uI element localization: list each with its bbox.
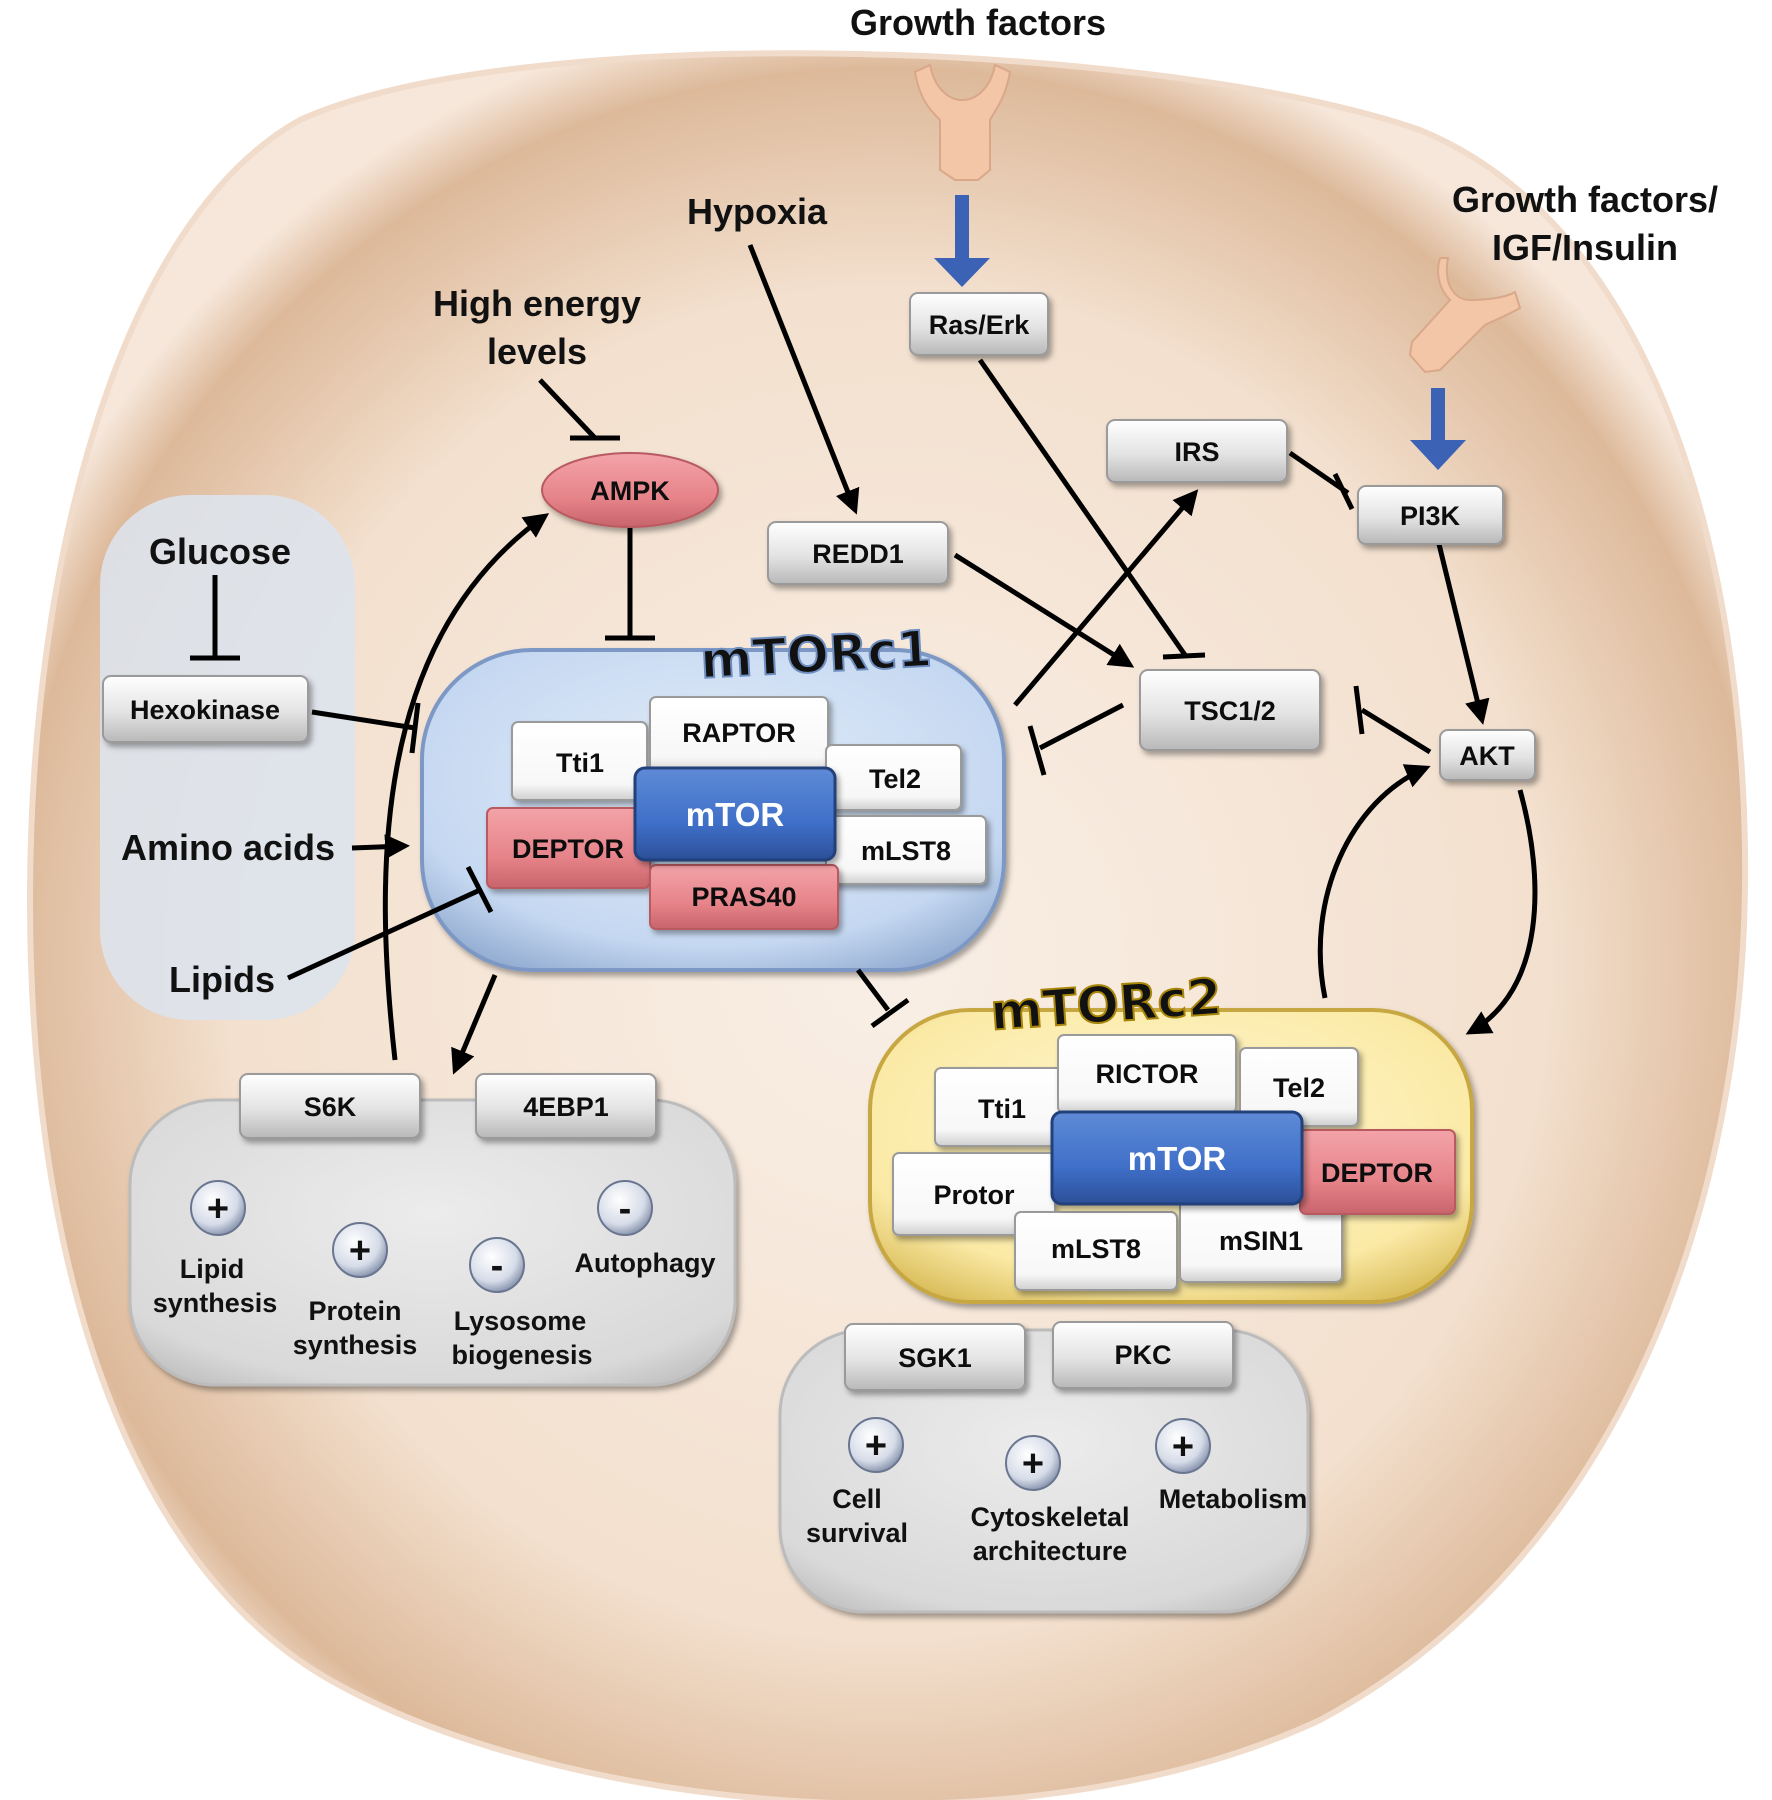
mtorc2-msin1: mSIN1 bbox=[1179, 1199, 1343, 1283]
svg-text:mSIN1: mSIN1 bbox=[1219, 1226, 1303, 1256]
mtorc2-rictor: RICTOR bbox=[1057, 1034, 1237, 1114]
receptor-icon bbox=[913, 63, 1012, 181]
mtorc1-mlst8: mLST8 bbox=[825, 815, 987, 885]
high-energy-label: High energy bbox=[433, 283, 641, 324]
node-s6k: S6K bbox=[239, 1073, 421, 1139]
mtorc1-output-panel bbox=[128, 1098, 737, 1387]
svg-text:PI3K: PI3K bbox=[1400, 501, 1461, 531]
svg-text:+: + bbox=[1022, 1443, 1044, 1485]
svg-text:synthesis: synthesis bbox=[293, 1330, 418, 1360]
node-ampk: AMPK bbox=[541, 452, 719, 528]
svg-text:+: + bbox=[865, 1425, 887, 1467]
svg-text:SGK1: SGK1 bbox=[898, 1343, 972, 1373]
svg-text:+: + bbox=[349, 1230, 371, 1272]
hypoxia-label: Hypoxia bbox=[687, 191, 828, 232]
glucose-label: Glucose bbox=[149, 531, 291, 572]
svg-text:-: - bbox=[619, 1188, 632, 1230]
svg-text:Lipid: Lipid bbox=[180, 1254, 244, 1284]
svg-text:Tel2: Tel2 bbox=[869, 764, 921, 794]
mtorc2-mtor: mTOR bbox=[1050, 1110, 1304, 1206]
svg-text:PKC: PKC bbox=[1114, 1340, 1171, 1370]
svg-text:DEPTOR: DEPTOR bbox=[512, 834, 624, 864]
mtorc1-raptor: RAPTOR bbox=[649, 696, 829, 774]
node-redd1: REDD1 bbox=[767, 521, 949, 585]
nutrient-panel bbox=[100, 495, 355, 1020]
svg-text:Cytoskeletal: Cytoskeletal bbox=[970, 1502, 1129, 1532]
growth-factors-label: Growth factors bbox=[850, 2, 1106, 43]
svg-text:architecture: architecture bbox=[973, 1536, 1128, 1566]
mtorc1-title: mTORc1 bbox=[699, 620, 933, 690]
svg-text:AMPK: AMPK bbox=[590, 476, 670, 506]
node-akt: AKT bbox=[1439, 729, 1536, 781]
svg-text:Tti1: Tti1 bbox=[556, 748, 604, 778]
high-energy-label: levels bbox=[487, 331, 587, 372]
pathway-arrows bbox=[190, 244, 1538, 1075]
svg-text:survival: survival bbox=[806, 1518, 908, 1548]
svg-text:Metabolism: Metabolism bbox=[1159, 1484, 1308, 1514]
mtorc1-mtor: mTOR bbox=[633, 766, 837, 862]
svg-text:S6K: S6K bbox=[304, 1092, 357, 1122]
mtorc1-pras40: PRAS40 bbox=[649, 864, 839, 930]
node-4ebp1: 4EBP1 bbox=[475, 1073, 657, 1139]
node-sgk1: SGK1 bbox=[844, 1323, 1026, 1391]
receptor-icon bbox=[1408, 257, 1522, 374]
mtorc2-tel2: Tel2 bbox=[1239, 1047, 1359, 1127]
growth-factors-igf-label: Growth factors/ bbox=[1452, 179, 1718, 220]
blue-arrow-pi3k bbox=[1410, 388, 1466, 470]
svg-text:mTOR: mTOR bbox=[1128, 1140, 1227, 1177]
svg-text:Protor: Protor bbox=[934, 1180, 1015, 1210]
output-metabolism: + Metabolism bbox=[1155, 1418, 1308, 1514]
svg-text:4EBP1: 4EBP1 bbox=[523, 1092, 609, 1122]
svg-text:REDD1: REDD1 bbox=[812, 539, 904, 569]
svg-text:Hexokinase: Hexokinase bbox=[130, 695, 280, 725]
svg-text:RICTOR: RICTOR bbox=[1095, 1059, 1198, 1089]
svg-text:+: + bbox=[207, 1188, 229, 1230]
mtorc2-protor: Protor bbox=[892, 1152, 1056, 1236]
mtorc1-tel2: Tel2 bbox=[825, 744, 962, 811]
output-cytoskeletal-architecture: + Cytoskeletal architecture bbox=[970, 1435, 1130, 1566]
mtorc1-tti1: Tti1 bbox=[511, 721, 648, 801]
svg-text:synthesis: synthesis bbox=[153, 1288, 278, 1318]
node-pkc: PKC bbox=[1052, 1321, 1234, 1389]
growth-factors-igf-label: IGF/Insulin bbox=[1492, 227, 1678, 268]
svg-text:Tti1: Tti1 bbox=[978, 1094, 1026, 1124]
svg-text:mLST8: mLST8 bbox=[1051, 1234, 1141, 1264]
svg-text:IRS: IRS bbox=[1174, 437, 1219, 467]
mtorc2-mlst8: mLST8 bbox=[1014, 1211, 1178, 1291]
mtorc2-deptor: DEPTOR bbox=[1299, 1129, 1456, 1215]
blue-arrow-ras bbox=[934, 195, 990, 287]
node-pi3k: PI3K bbox=[1357, 485, 1504, 545]
svg-text:Ras/Erk: Ras/Erk bbox=[929, 310, 1031, 340]
node-irs: IRS bbox=[1106, 419, 1288, 483]
svg-text:DEPTOR: DEPTOR bbox=[1321, 1158, 1433, 1188]
node-hexokinase: Hexokinase bbox=[102, 675, 309, 743]
svg-text:mTOR: mTOR bbox=[686, 796, 785, 833]
svg-text:AKT: AKT bbox=[1459, 741, 1515, 771]
node-tsc1-2: TSC1/2 bbox=[1139, 669, 1321, 751]
amino-acids-label: Amino acids bbox=[121, 827, 335, 868]
mtorc1-deptor: DEPTOR bbox=[486, 807, 651, 889]
svg-text:-: - bbox=[491, 1245, 504, 1287]
svg-text:biogenesis: biogenesis bbox=[451, 1340, 592, 1370]
lipids-label: Lipids bbox=[169, 959, 275, 1000]
output-lysosome-biogenesis: - Lysosome biogenesis bbox=[451, 1237, 593, 1370]
svg-text:Cell: Cell bbox=[832, 1484, 882, 1514]
output-lipid-synthesis: + Lipid synthesis bbox=[153, 1180, 278, 1318]
svg-text:Lysosome: Lysosome bbox=[454, 1306, 587, 1336]
output-cell-survival: + Cell survival bbox=[806, 1417, 908, 1548]
svg-text:TSC1/2: TSC1/2 bbox=[1184, 696, 1276, 726]
svg-text:+: + bbox=[1172, 1426, 1194, 1468]
output-autophagy: - Autophagy bbox=[575, 1180, 716, 1278]
svg-text:PRAS40: PRAS40 bbox=[691, 882, 796, 912]
svg-text:RAPTOR: RAPTOR bbox=[682, 718, 796, 748]
svg-text:Autophagy: Autophagy bbox=[575, 1248, 716, 1278]
svg-text:mLST8: mLST8 bbox=[861, 836, 951, 866]
output-protein-synthesis: + Protein synthesis bbox=[293, 1222, 418, 1360]
mtorc2-tti1: Tti1 bbox=[934, 1067, 1071, 1147]
node-ras-erk: Ras/Erk bbox=[909, 292, 1049, 356]
svg-text:Tel2: Tel2 bbox=[1273, 1073, 1325, 1103]
svg-text:Protein: Protein bbox=[308, 1296, 401, 1326]
